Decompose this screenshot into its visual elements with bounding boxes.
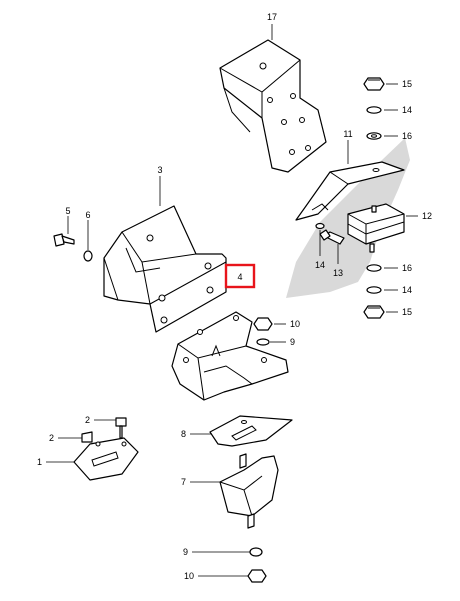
callout-7: 7 [181, 477, 186, 487]
leader-lines [46, 24, 418, 577]
callout-3: 3 [157, 165, 162, 175]
callout-12: 12 [422, 211, 432, 221]
callout-5: 5 [65, 206, 70, 216]
part-10-nut-lower [247, 569, 267, 583]
callout-9-upper: 9 [290, 337, 295, 347]
callout-2-lower: 2 [49, 433, 54, 443]
callout-17: 17 [267, 12, 277, 22]
part-5-bolt [53, 233, 75, 247]
part-2-bolt-left [81, 431, 93, 443]
part-14-washer-mid [315, 222, 325, 230]
part-9-washer-upper [256, 338, 270, 346]
part-6-washer [83, 250, 93, 262]
callout-14-bottom: 14 [402, 285, 412, 295]
callout-6: 6 [85, 210, 90, 220]
callout-4: 4 [237, 272, 242, 282]
callout-16-bottom: 16 [402, 263, 412, 273]
part-2-bolt-right [115, 417, 127, 439]
callout-11: 11 [343, 129, 352, 139]
part-13-bolt [319, 229, 345, 245]
part-14-washer-bottom [366, 286, 382, 294]
callout-2-upper: 2 [85, 415, 90, 425]
part-1-base-plate [73, 437, 139, 481]
part-12-rubber-mount [347, 203, 405, 253]
part-10-nut-upper [253, 317, 273, 331]
callout-16-top: 16 [402, 131, 412, 141]
callout-14-top: 14 [402, 105, 412, 115]
part-8-spacer-plate [209, 415, 293, 447]
part-3-main-bracket [103, 205, 227, 333]
part-15-nut-top [363, 77, 385, 91]
callout-15-top: 15 [402, 79, 412, 89]
part-7-lower-mount [219, 453, 279, 529]
part-15-nut-bottom [363, 305, 385, 319]
callout-1: 1 [37, 457, 42, 467]
part-17-upper-bracket [219, 39, 327, 173]
part-4-lower-bracket [171, 311, 289, 401]
callout-14-mid: 14 [315, 260, 325, 270]
callout-13: 13 [333, 268, 343, 278]
callout-10-upper: 10 [290, 319, 300, 329]
callout-8: 8 [181, 429, 186, 439]
callout-9-lower: 9 [183, 547, 188, 557]
part-11-plate [295, 161, 405, 221]
part-16-washer-bottom [366, 264, 382, 272]
callout-15-bottom: 15 [402, 307, 412, 317]
part-9-washer-lower [249, 547, 263, 557]
callout-10-lower: 10 [184, 571, 194, 581]
highlight-box-part-4 [224, 263, 256, 289]
part-14-washer-top [366, 106, 382, 114]
